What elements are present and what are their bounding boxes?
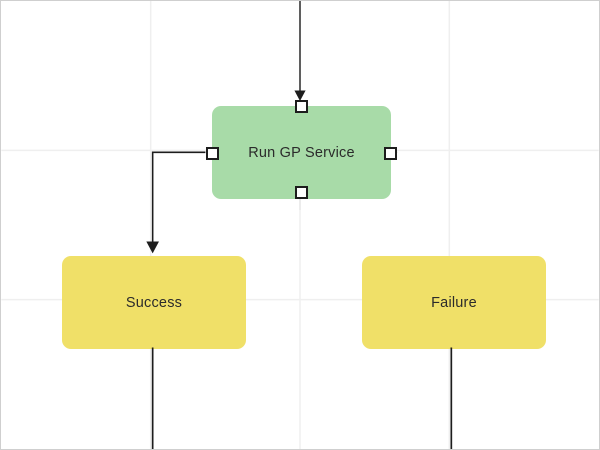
port-handle-top[interactable] [295,100,308,113]
node-success[interactable]: Success [62,256,246,349]
node-label-run-gp-service: Run GP Service [248,144,355,161]
port-handle-bottom[interactable] [295,186,308,199]
node-label-success: Success [125,294,183,311]
port-handle-right[interactable] [384,147,397,160]
edge-run-gp-to-success[interactable] [146,151,206,254]
node-run-gp-service[interactable]: Run GP Service [212,106,391,199]
node-label-failure: Failure [431,294,477,311]
node-failure[interactable]: Failure [362,256,546,349]
port-handle-left[interactable] [206,147,219,160]
